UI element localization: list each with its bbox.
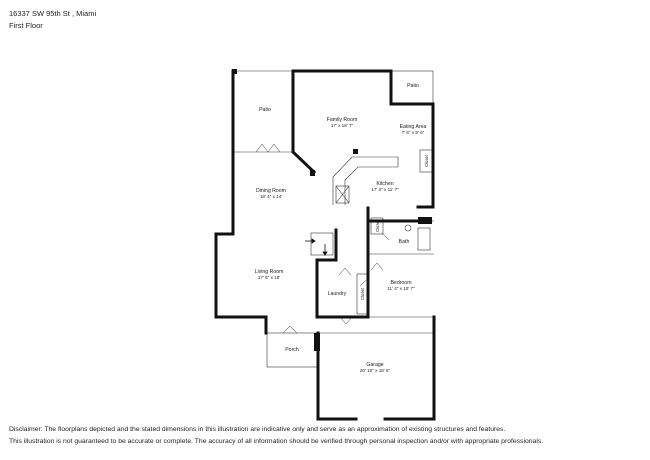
closet-label-bedroom: Closet	[360, 287, 365, 300]
room-dining-room-name: Dining Room	[256, 188, 286, 194]
room-eating-area-dims: 7' 6" x 8' 6"	[402, 130, 425, 135]
walls	[214, 69, 436, 421]
room-dining-room-dims: 18' 4" x 14'	[260, 194, 282, 199]
door-swings	[255, 143, 390, 334]
floor-label: First Floor	[9, 21, 43, 30]
room-family-room-name: Family Room	[327, 117, 358, 123]
disclaimer-line-2: This illustration is not guaranteed to b…	[9, 438, 544, 445]
entry-arrows	[305, 238, 328, 256]
room-family-room-dims: 17' x 18' 7"	[331, 123, 354, 128]
room-garage-name: Garage	[366, 362, 383, 368]
room-patio-left-name: Patio	[259, 107, 271, 113]
room-patio-right-name: Patio	[407, 83, 419, 89]
closet-label-bath: Closet	[375, 219, 380, 232]
wall-blocks	[232, 69, 432, 351]
property-address: 16337 SW 95th St , Miami	[9, 9, 97, 18]
room-bedroom-name: Bedroom	[390, 280, 411, 286]
closet-label-kitchen: Closet	[424, 154, 429, 167]
room-kitchen-dims: 17' 3" x 11' 7"	[371, 187, 399, 192]
light-lines	[232, 70, 434, 368]
room-bath-name: Bath	[399, 239, 410, 245]
room-garage-dims: 20' 10" x 18' 6"	[360, 368, 391, 373]
room-living-room-dims: 17' 6" x 18'	[258, 275, 280, 280]
room-living-room-name: Living Room	[255, 269, 284, 275]
room-eating-area-name: Eating Area	[400, 124, 427, 130]
room-laundry-name: Laundry	[328, 291, 347, 297]
room-bedroom-dims: 11' 4" x 10' 7"	[387, 286, 415, 291]
room-kitchen-name: Kitchen	[376, 181, 393, 187]
room-porch-name: Porch	[285, 347, 299, 353]
disclaimer-line-1: Disclaimer: The floorplans depicted and …	[9, 426, 506, 433]
